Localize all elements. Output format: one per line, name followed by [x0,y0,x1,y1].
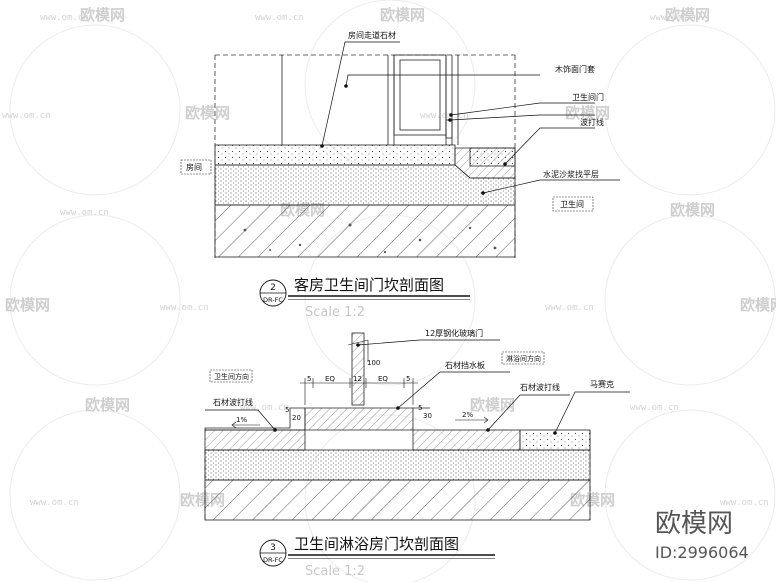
label-wood-frame: 木饰面门套 [555,64,595,74]
watermark-brand: 欧模网 [665,6,710,24]
watermark-url: www.om.cn [60,208,109,218]
slab-aggregate [243,223,497,254]
brand-id: ID:2996064 [655,543,749,562]
slope-right: 2% [462,411,473,419]
slab-layer [204,479,591,521]
diagram-title: 客房卫生间门坎剖面图 [294,276,444,294]
door-frame [281,54,459,145]
dim-100: 100 [367,359,380,367]
watermark-brand: 欧模网 [5,296,50,314]
watermark-url: www.om.cn [650,13,699,23]
watermark-url: www.om.cn [255,13,304,23]
dim-eq-a: EQ [325,375,335,383]
watermark-brand: 欧模网 [565,104,610,122]
diagram-title: 卫生间淋浴房门坎剖面图 [294,535,459,553]
label-stone-wave-left: 石材波打线 [213,397,253,407]
watermark-url: www.om.cn [2,111,51,121]
watermark-url: www.om.cn [40,13,89,23]
stone-layer [214,144,516,179]
leaders [205,339,630,434]
leader-dots [320,84,507,195]
watermark-url: www.om.cn [30,498,79,508]
title-block-top: 2 DR-FC 客房卫生间门坎剖面图 Scale 1:2 [259,276,470,320]
slope-arrows [231,416,489,429]
dim-eq-b: EQ [378,375,388,383]
label-bathroom: 卫生间 [560,199,584,209]
label-room: 房间 [186,162,202,172]
label-stone-wave-right: 石材波打线 [520,382,560,392]
label-glass-door: 12厚钢化玻璃门 [425,328,483,338]
watermark-brand: 欧模网 [670,201,715,219]
dim-5b: 5 [406,375,410,383]
watermark-url: www.om.cn [420,111,469,121]
glass-door [347,332,369,406]
detail-number: 3 [270,543,276,553]
mortar-layer [204,449,591,481]
dim-30: 30 [423,412,432,420]
watermark-url: www.om.cn [240,403,289,413]
dim-5d: 5 [418,404,422,412]
dim-20: 20 [292,414,301,422]
label-bathroom-door: 卫生间门 [572,92,604,102]
slope-left: 1% [236,416,247,424]
dimension-line [300,340,418,405]
label-cement-mortar: 水泥沙浆找平层 [543,169,599,179]
title-block-bottom: 3 DR-FC 卫生间淋浴房门坎剖面图 Scale 1:2 [259,535,495,579]
watermark-brand: 欧模网 [470,396,515,414]
detail-number: 2 [270,283,276,293]
watermark-brand: 欧模网 [740,296,776,314]
diagram-top: 房间走道石材 木饰面门套 卫生间门 波打线 水泥沙浆找平层 房间 卫生间 2 D… [180,30,620,320]
label-bath-dir: 卫生间方向 [214,372,249,381]
scale-text: Scale 1:2 [305,564,365,579]
watermark-brand: 欧模网 [85,396,130,414]
watermark-url: www.om.cn [630,403,679,413]
watermark-brand: 欧模网 [80,6,125,24]
watermark-url: www.om.cn [720,498,769,508]
sheet-code: DR-FC [263,556,283,564]
watermark-url: www.om.cn [545,303,594,313]
dim-12: 12 [353,375,362,383]
label-shower-dir: 淋浴间方向 [506,354,541,363]
brand-logo: 欧模网 [655,509,733,539]
brand-corner: 欧模网 ID:2996064 [655,509,749,562]
water-stop-stone [304,407,414,431]
watermark-url: www.om.cn [160,303,209,313]
watermark-brand: 欧模网 [380,6,425,24]
scale-text: Scale 1:2 [305,305,365,320]
label-water-stop: 石材挡水板 [445,360,485,370]
slab-layer [214,204,516,258]
dim-5a: 5 [307,375,311,383]
label-wave-line: 波打线 [580,117,604,127]
sheet-code: DR-FC [263,296,283,304]
leaders [321,41,620,194]
label-corridor-stone: 房间走道石材 [348,30,396,40]
dim-5c: 5 [285,406,289,414]
label-mosaic: 马赛克 [590,379,614,389]
watermark-brand: 欧模网 [185,104,230,122]
diagram-bottom: 5 EQ 12 EQ 5 100 20 5 30 5 1% 2% [204,328,630,579]
leader-dots [273,343,557,435]
